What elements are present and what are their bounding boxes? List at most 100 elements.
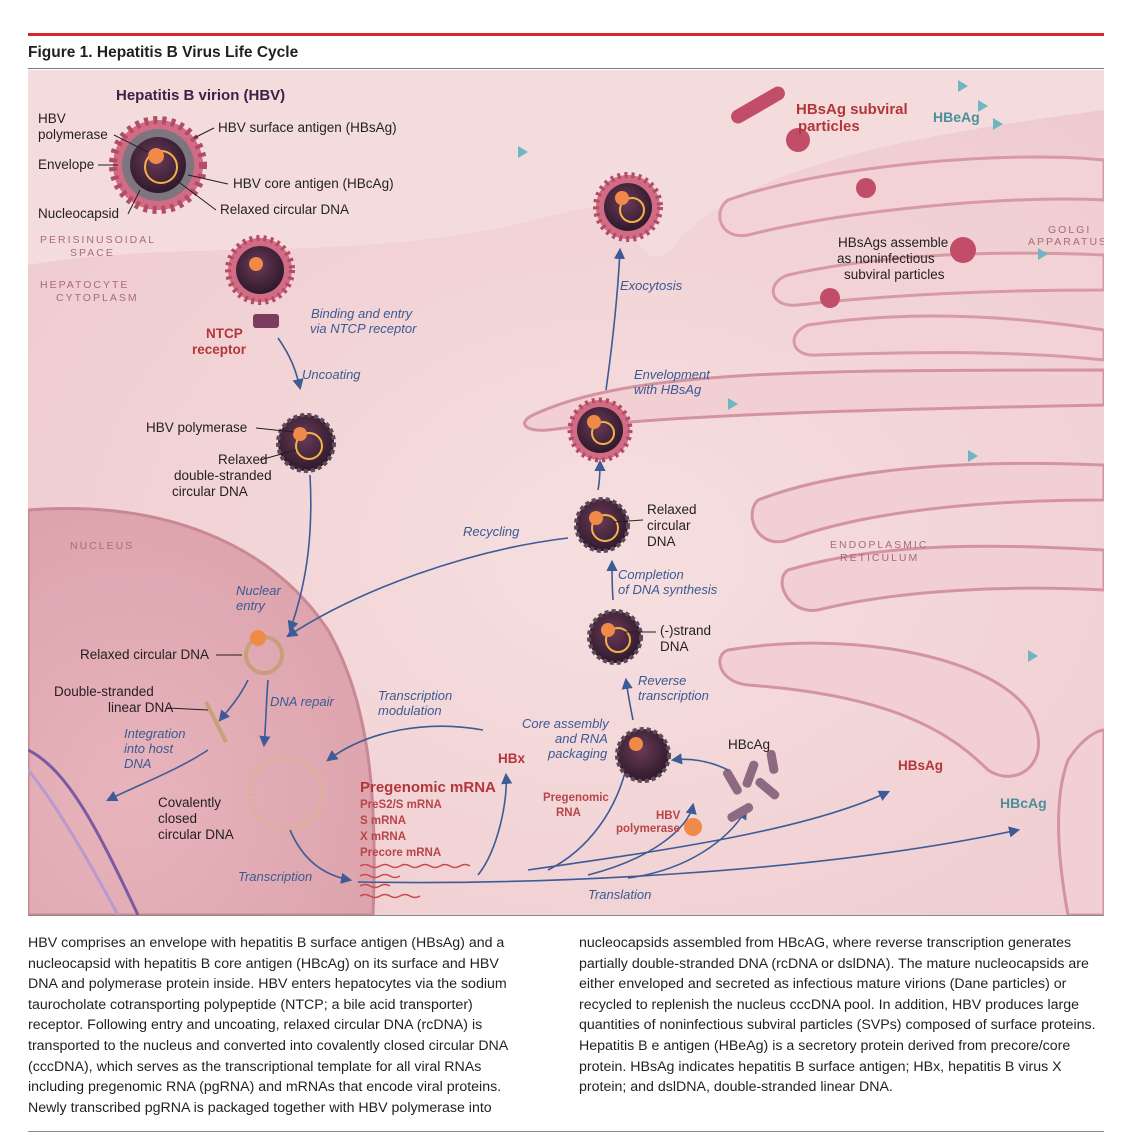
core-assembly-line3: packaging [547, 746, 608, 761]
region-nucleus: NUCLEUS [70, 540, 134, 552]
hbsag-secreted-label: HBsAg [898, 758, 943, 773]
virion-polymerase-icon [148, 148, 164, 164]
cccdna-line2: closed [158, 811, 197, 826]
golgi-apparatus [718, 155, 1104, 362]
exocytosis-step: Exocytosis [620, 278, 683, 293]
dna-repair-step: DNA repair [270, 694, 334, 709]
core-assembly-line2: and RNA [555, 731, 608, 746]
region-er-line2: RETICULUM [840, 552, 919, 564]
envelopment-line1: Envelopment [634, 367, 711, 382]
completion-line2: of DNA synthesis [618, 582, 718, 597]
integration-line3: DNA [124, 756, 151, 771]
caption-right: nucleocapsids assembled from HBcAG, wher… [579, 935, 1096, 1096]
translation-step: Translation [588, 887, 651, 902]
nucleus [28, 507, 376, 915]
pregenomic-rna-line2: RNA [556, 807, 581, 819]
region-golgi-line2: APPARATUS [1028, 236, 1104, 248]
modulation-line1: Transcription [378, 688, 452, 703]
hbsag-subviral-line1: HBsAg subviral [796, 101, 908, 118]
uncoated-dna-line2: double-stranded [174, 468, 272, 483]
secreted-virion [593, 172, 663, 242]
nuclear-rcdna-label: Relaxed circular DNA [80, 647, 209, 662]
assembling-nucleocapsid [615, 727, 671, 783]
linear-dna-line1: Double-stranded [54, 684, 154, 699]
minus-strand-line2: DNA [660, 639, 689, 654]
ntcp-label-line2: receptor [192, 342, 247, 357]
region-cytoplasm-line2: CYTOPLASM [56, 292, 139, 304]
nuclear-entry-line2: entry [236, 598, 266, 613]
mature-rcdna-line2: circular [647, 518, 691, 533]
mrna-pres2: PreS2/S mRNA [360, 799, 442, 811]
hbv-virion [109, 116, 207, 214]
virion-polymerase-line1: HBV [38, 111, 66, 126]
virion-surface-antigen-label: HBV surface antigen (HBsAg) [218, 120, 397, 135]
mature-rcdna-line3: DNA [647, 534, 676, 549]
mrna-s: S mRNA [360, 815, 406, 827]
hbcag-dimer-label: HBcAg [728, 737, 770, 752]
reverse-transcription-line2: transcription [638, 688, 709, 703]
enveloping-virion [567, 397, 633, 463]
region-golgi-line1: GOLGI [1048, 224, 1091, 236]
reverse-transcription-line1: Reverse [638, 673, 686, 688]
modulation-line2: modulation [378, 703, 442, 718]
binding-step-line1: Binding and entry [311, 306, 414, 321]
minus-strand-line1: (-)strand [660, 623, 711, 638]
region-perisinusoidal-line1: PERISINUSOIDAL [40, 234, 156, 246]
envelopment-line2: with HBsAg [634, 382, 702, 397]
hbsag-subviral-line2: particles [798, 118, 860, 135]
free-polymerase-icon [684, 818, 702, 836]
uncoated-polymerase-label: HBV polymerase [146, 420, 247, 435]
integration-line1: Integration [124, 726, 185, 741]
completion-line1: Completion [618, 567, 684, 582]
hbeag-particles [518, 80, 1048, 662]
figure-title: Figure 1. Hepatitis B Virus Life Cycle [28, 44, 299, 61]
uncoated-nucleocapsid [276, 413, 336, 473]
mature-rcdna-line1: Relaxed [647, 502, 697, 517]
subviral-particles [731, 86, 976, 308]
integration-line2: into host [124, 741, 175, 756]
virion-rcdna-label: Relaxed circular DNA [220, 202, 349, 217]
cccdna-line1: Covalently [158, 795, 221, 810]
mrna-x: X mRNA [360, 831, 406, 843]
linear-dna-line2: linear DNA [108, 700, 173, 715]
linear-dna-icon [204, 701, 228, 743]
uncoated-dna-line3: circular DNA [172, 484, 248, 499]
hbeag-top-label: HBeAg [933, 109, 980, 125]
hbcag-dimers [722, 749, 780, 822]
hbcag-secreted-label: HBcAg [1000, 795, 1047, 811]
hbsags-assemble-line2: as noninfectious [837, 251, 935, 266]
nuclear-entry-line1: Nuclear [236, 583, 281, 598]
life-cycle-diagram: PERISINUSOIDAL SPACE HEPATOCYTE CYTOPLAS… [28, 70, 1104, 916]
ntcp-label-line1: NTCP [206, 326, 243, 341]
caption-left: HBV comprises an envelope with hepatitis… [28, 935, 508, 1116]
title-rule [28, 68, 1104, 69]
cccdna-icon [247, 754, 325, 832]
top-accent-rule [28, 33, 1104, 36]
region-er-line1: ENDOPLASMIC [830, 539, 928, 551]
hbv-polymerase-line1: HBV [656, 810, 681, 822]
virion-polymerase-line2: polymerase [38, 127, 108, 142]
virion-nucleocapsid-label: Nucleocapsid [38, 206, 119, 221]
transcription-step: Transcription [238, 869, 312, 884]
hbsags-assemble-line3: subviral particles [844, 267, 945, 282]
host-dna-helix [28, 748, 140, 915]
mature-nucleocapsid [574, 497, 630, 553]
virion-title: Hepatitis B virion (HBV) [116, 87, 285, 104]
hbsags-assemble-line1: HBsAgs assemble [838, 235, 948, 250]
pregenomic-rna-line1: Pregenomic [543, 792, 609, 804]
recycling-step: Recycling [463, 524, 520, 539]
cccdna-line3: circular DNA [158, 827, 234, 842]
pregenomic-mrna-title: Pregenomic mRNA [360, 779, 496, 796]
core-assembly-line1: Core assembly [522, 716, 610, 731]
virion-core-antigen-label: HBV core antigen (HBcAg) [233, 176, 394, 191]
hbx-label: HBx [498, 751, 525, 766]
uncoated-dna-line1: Relaxed [218, 452, 268, 467]
binding-virion [225, 235, 295, 305]
uncoating-step: Uncoating [302, 367, 361, 382]
bottom-rule [28, 1131, 1104, 1132]
mrna-squiggles [359, 863, 471, 899]
minus-strand-nucleocapsid [587, 609, 643, 665]
ntcp-receptor-icon [253, 314, 279, 328]
virion-envelope-label: Envelope [38, 157, 94, 172]
endoplasmic-reticulum [523, 368, 1104, 915]
